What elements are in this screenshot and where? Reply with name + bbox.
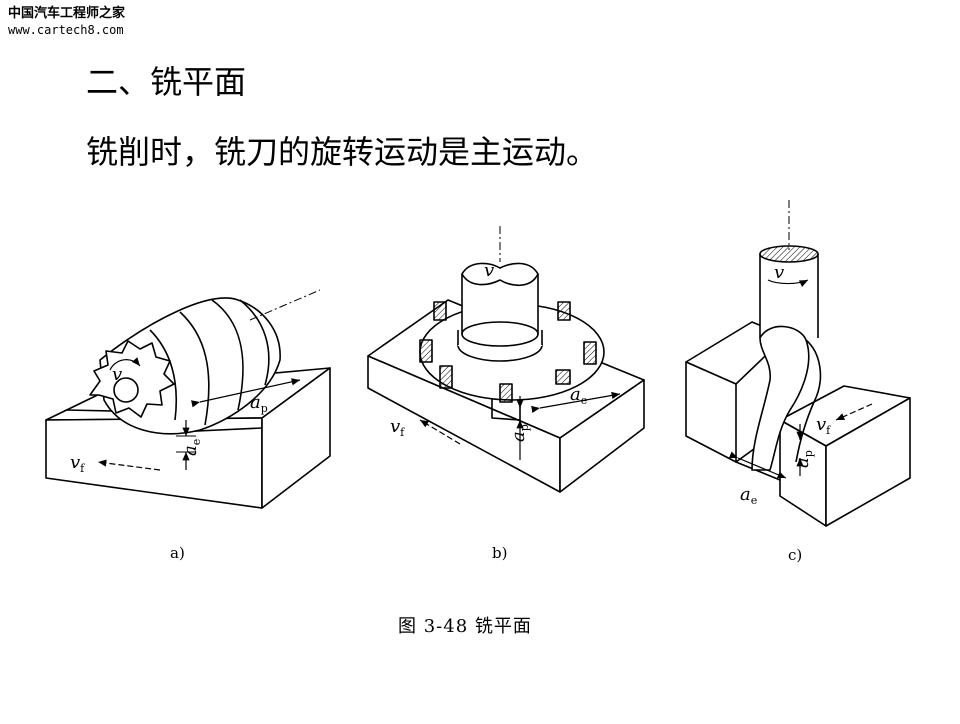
panel-b-drawing bbox=[367, 226, 645, 493]
panel-b-insert bbox=[583, 341, 597, 365]
panel-b-insert bbox=[555, 369, 571, 385]
panel-b-insert bbox=[439, 365, 453, 389]
panel-c-ae-label: ae bbox=[740, 484, 757, 507]
panel-a-v-label: v bbox=[112, 364, 122, 385]
panel-c-shank-top bbox=[759, 245, 819, 263]
panel-c-v-label: v bbox=[774, 262, 784, 283]
panel-c-label: c) bbox=[788, 546, 803, 564]
panel-c-ap-label: ap bbox=[792, 450, 815, 468]
body-text: 铣削时，铣刀的旋转运动是主运动。 bbox=[86, 133, 599, 171]
panel-b-insert bbox=[433, 301, 447, 321]
panel-a-drawing bbox=[45, 289, 331, 509]
panel-b-vf-label: vf bbox=[390, 416, 405, 439]
panel-c-vf-label: vf bbox=[816, 414, 831, 437]
panel-a-vf-label: vf bbox=[70, 452, 85, 475]
panel-a-ap-label: ap bbox=[250, 392, 268, 415]
panel-a-workpiece-side bbox=[261, 367, 331, 509]
panel-b-insert bbox=[499, 383, 513, 403]
panel-b-v-label: v bbox=[484, 260, 494, 281]
panel-a-label: a) bbox=[170, 544, 185, 562]
panel-b-ap-label: ap bbox=[508, 424, 531, 442]
panel-b-ae-label: ae bbox=[570, 384, 587, 407]
panel-a-ae-label: ae bbox=[180, 439, 203, 456]
panel-b-insert bbox=[419, 339, 433, 363]
panel-a-cutter-bore bbox=[113, 377, 139, 403]
panel-c-shank bbox=[760, 254, 818, 338]
panel-c-drawing bbox=[685, 200, 911, 527]
watermark-url: www.cartech8.com bbox=[8, 23, 124, 37]
panel-c-workpiece-side bbox=[825, 397, 911, 527]
figure-caption: 图 3-48 铣平面 bbox=[398, 616, 532, 637]
watermark: 中国汽车工程师之家 www.cartech8.com bbox=[8, 6, 125, 38]
panel-b-insert bbox=[557, 301, 571, 321]
watermark-title: 中国汽车工程师之家 bbox=[8, 6, 126, 21]
panel-c-flutes bbox=[751, 325, 810, 471]
panel-b-label: b) bbox=[492, 544, 508, 562]
section-heading: 二、铣平面 bbox=[86, 63, 247, 101]
